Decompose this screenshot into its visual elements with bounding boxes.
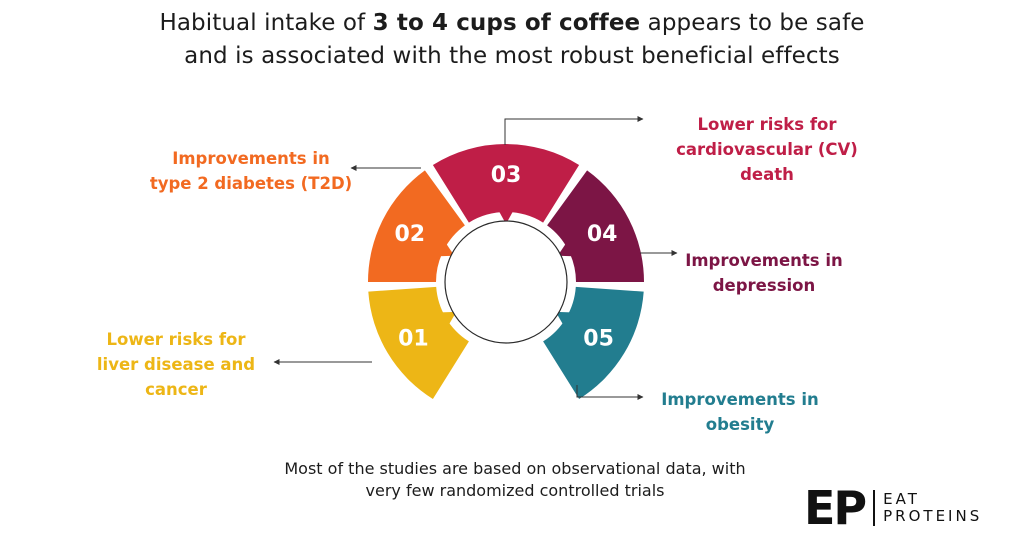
label-line: Improvements in [661,390,819,409]
footnote-line-2: very few randomized controlled trials [365,481,665,500]
label-line: depression [712,276,816,295]
segment-pointer [498,210,514,224]
logo-wordmark: EAT PROTEINS [883,491,982,525]
footnote-line-1: Most of the studies are based on observa… [284,459,746,478]
segment-number: 04 [587,222,618,247]
benefit-label-cardiovascular: Lower risks for cardiovascular (CV) deat… [661,112,873,187]
label-line: type 2 diabetes (T2D) [149,174,353,193]
segment-number: 02 [394,222,425,247]
headline-suffix: appears to be safe [640,10,865,36]
segment-pointer [440,311,457,326]
segment-pointer [438,242,455,257]
benefit-label-diabetes: Improvements in type 2 diabetes (T2D) [145,146,357,196]
ring-center-circle [444,220,568,344]
label-line: Lower risks for [106,330,246,349]
footnote: Most of the studies are based on observa… [215,458,815,502]
headline-line-1: Habitual intake of 3 to 4 cups of coffee… [0,7,1024,40]
segment-number: 05 [583,327,614,352]
label-line: Lower risks for [697,115,837,134]
label-line: Improvements in [172,149,330,168]
logo-mark: EP [804,481,867,535]
segment-number: 01 [398,327,429,352]
segment-pointer [557,242,574,257]
logo-wordmark-line-2: PROTEINS [883,507,983,525]
segment-number: 03 [491,163,522,188]
headline-emphasis: 3 to 4 cups of coffee [372,10,641,36]
label-line: death [740,165,794,184]
leader-lines [273,116,678,400]
ring-segment-03 [432,144,580,223]
segment-pointer [555,311,572,326]
leader-line-03 [504,116,644,145]
eat-proteins-logo: EP EAT PROTEINS [804,481,982,535]
label-line: Improvements in [685,251,843,270]
benefit-label-obesity: Improvements in obesity [656,387,824,437]
logo-divider [873,490,876,526]
ring-segments: 01 02 03 04 05 [368,144,644,399]
headline: Habitual intake of 3 to 4 cups of coffee… [0,7,1024,73]
label-line: liver disease and [96,355,256,374]
logo-wordmark-line-1: EAT [883,490,920,508]
headline-line-2: and is associated with the most robust b… [184,43,840,69]
benefit-label-depression: Improvements in depression [681,248,847,298]
label-line: obesity [705,415,775,434]
headline-prefix: Habitual intake of [159,10,373,36]
label-line: cancer [145,380,207,399]
benefit-label-liver: Lower risks for liver disease and cancer [86,327,266,402]
leader-line-05 [576,385,644,400]
label-line: cardiovascular (CV) [676,140,858,159]
